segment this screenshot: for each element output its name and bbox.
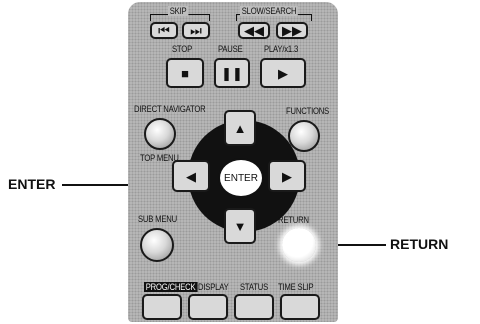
skip-prev-button[interactable]: ⏮ (150, 22, 178, 39)
stop-button[interactable]: ■ (166, 58, 204, 88)
down-arrow-icon: ▼ (234, 220, 247, 233)
fast-forward-icon: ▶▶ (282, 24, 302, 37)
skip-next-icon: ⏭ (190, 24, 202, 37)
left-arrow-button[interactable]: ◀ (172, 160, 210, 192)
sub-menu-button[interactable] (140, 228, 174, 262)
slow-search-label: SLOW/SEARCH (240, 6, 298, 16)
direct-navigator-label: DIRECT NAVIGATOR (134, 104, 206, 114)
pause-button[interactable]: ❚❚ (214, 58, 250, 88)
skip-prev-icon: ⏮ (158, 24, 170, 37)
stop-label: STOP (172, 44, 192, 54)
right-arrow-button[interactable]: ▶ (268, 160, 306, 192)
search-forward-button[interactable]: ▶▶ (276, 22, 308, 39)
remote-control: SKIP ⏮ ⏭ SLOW/SEARCH ◀◀ ▶▶ STOP PAUSE PL… (128, 2, 338, 322)
functions-label: FUNCTIONS (286, 106, 329, 116)
rewind-icon: ◀◀ (244, 24, 264, 37)
down-arrow-button[interactable]: ▼ (224, 208, 256, 244)
display-button[interactable] (188, 294, 228, 320)
pause-icon: ❚❚ (221, 67, 243, 80)
play-button[interactable]: ▶ (260, 58, 306, 88)
left-arrow-icon: ◀ (186, 170, 196, 183)
up-arrow-icon: ▲ (234, 122, 247, 135)
stop-icon: ■ (181, 67, 189, 80)
right-arrow-icon: ▶ (282, 170, 292, 183)
return-callout-label: RETURN (390, 236, 448, 252)
time-slip-label: TIME SLIP (278, 282, 313, 292)
play-icon: ▶ (278, 67, 288, 80)
up-arrow-button[interactable]: ▲ (224, 110, 256, 146)
enter-callout-label: ENTER (8, 176, 55, 192)
status-label: STATUS (240, 282, 268, 292)
sub-menu-label: SUB MENU (138, 214, 177, 224)
enter-button[interactable]: ENTER (218, 158, 264, 198)
pause-label: PAUSE (218, 44, 243, 54)
prog-check-button[interactable] (142, 294, 182, 320)
search-rewind-button[interactable]: ◀◀ (238, 22, 270, 39)
skip-label: SKIP (168, 6, 188, 16)
display-label: DISPLAY (198, 282, 229, 292)
time-slip-button[interactable] (280, 294, 320, 320)
functions-button[interactable] (288, 120, 320, 152)
status-button[interactable] (234, 294, 274, 320)
play-label: PLAY/x1.3 (264, 44, 298, 54)
prog-check-label: PROG/CHECK (144, 282, 197, 292)
direct-navigator-button[interactable] (144, 118, 176, 150)
return-button[interactable] (282, 228, 316, 262)
enter-button-label: ENTER (224, 173, 258, 184)
skip-next-button[interactable]: ⏭ (182, 22, 210, 39)
return-label: RETURN (278, 215, 309, 225)
